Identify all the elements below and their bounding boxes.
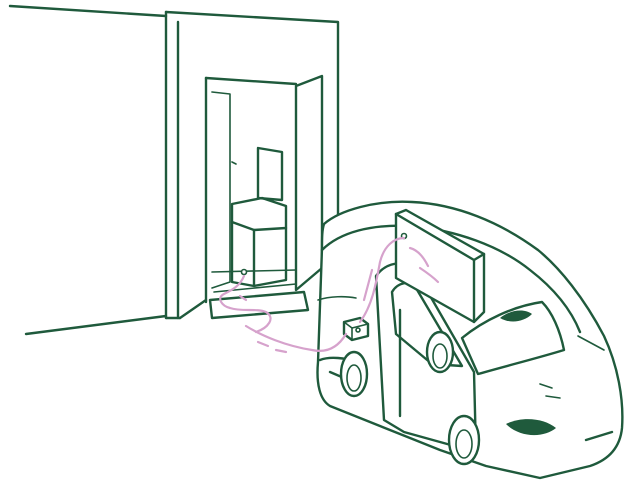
floor-device	[344, 318, 368, 340]
door-frame	[166, 12, 338, 318]
door-threshold	[210, 284, 308, 318]
open-door	[296, 76, 322, 290]
cabinet-unit	[232, 148, 286, 286]
building-wall	[10, 6, 166, 334]
